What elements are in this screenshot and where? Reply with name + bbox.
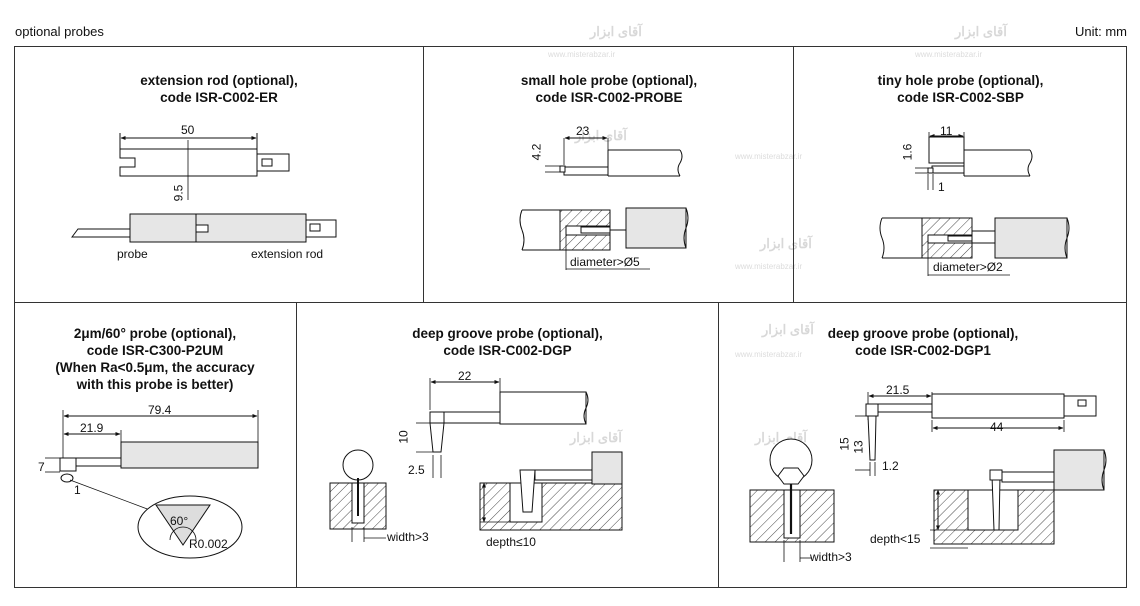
dim-50: 50	[181, 123, 195, 137]
panel-title-dgp: deep groove probe (optional),code ISR-C0…	[412, 326, 603, 358]
dim-11: 11	[940, 124, 953, 138]
panel-title-extension-rod: extension rod (optional),code ISR-C002-E…	[140, 73, 298, 105]
unit-label: Unit: mm	[1075, 24, 1127, 39]
label-width-3: width>3	[387, 530, 429, 544]
dgp-drawing	[329, 378, 623, 542]
extension-rod-drawing	[71, 133, 337, 243]
column-divider	[793, 46, 794, 302]
column-divider	[423, 46, 424, 302]
label-depth-10: depth≤10	[486, 535, 536, 549]
dim-15: 15	[837, 437, 852, 451]
label-diameter-2: diameter>Ø2	[933, 260, 1003, 274]
p2um-drawing	[45, 410, 259, 559]
dim-1: 1	[938, 180, 945, 194]
dim-21-9: 21.9	[80, 421, 104, 435]
label-extension-rod: extension rod	[251, 247, 324, 261]
dim-22: 22	[458, 369, 472, 383]
dim-1-2: 1.2	[882, 459, 899, 473]
column-divider	[296, 302, 297, 588]
tiny-hole-drawing	[879, 132, 1070, 276]
dim-13: 13	[851, 440, 866, 454]
label-depth-15: depth<15	[870, 532, 921, 546]
label-width-3: width>3	[810, 550, 852, 564]
page-title: optional probes	[15, 24, 104, 39]
column-divider	[718, 302, 719, 588]
row-divider	[14, 302, 1127, 303]
panel-title-tiny-hole: tiny hole probe (optional),code ISR-C002…	[877, 73, 1044, 105]
dim-2-5: 2.5	[408, 463, 425, 477]
label-60-deg: 60°	[170, 514, 189, 528]
panel-title-p2um: 2μm/60° probe (optional),code ISR-C300-P…	[55, 326, 255, 392]
dim-1: 1	[74, 483, 81, 497]
label-probe: probe	[117, 247, 148, 261]
panel-title-dgp1: deep groove probe (optional),code ISR-C0…	[827, 326, 1019, 358]
small-hole-drawing	[519, 136, 689, 270]
label-r0-002: R0.002	[189, 537, 228, 551]
label-diameter-5: diameter>Ø5	[570, 255, 640, 269]
panel-title-small-hole: small hole probe (optional),code ISR-C00…	[520, 73, 698, 105]
dim-79-4: 79.4	[148, 403, 172, 417]
dim-7: 7	[38, 460, 45, 474]
dim-44: 44	[990, 420, 1004, 434]
diagram-frame	[14, 46, 1127, 588]
dim-23: 23	[576, 124, 590, 138]
dim-21-5: 21.5	[886, 383, 910, 397]
